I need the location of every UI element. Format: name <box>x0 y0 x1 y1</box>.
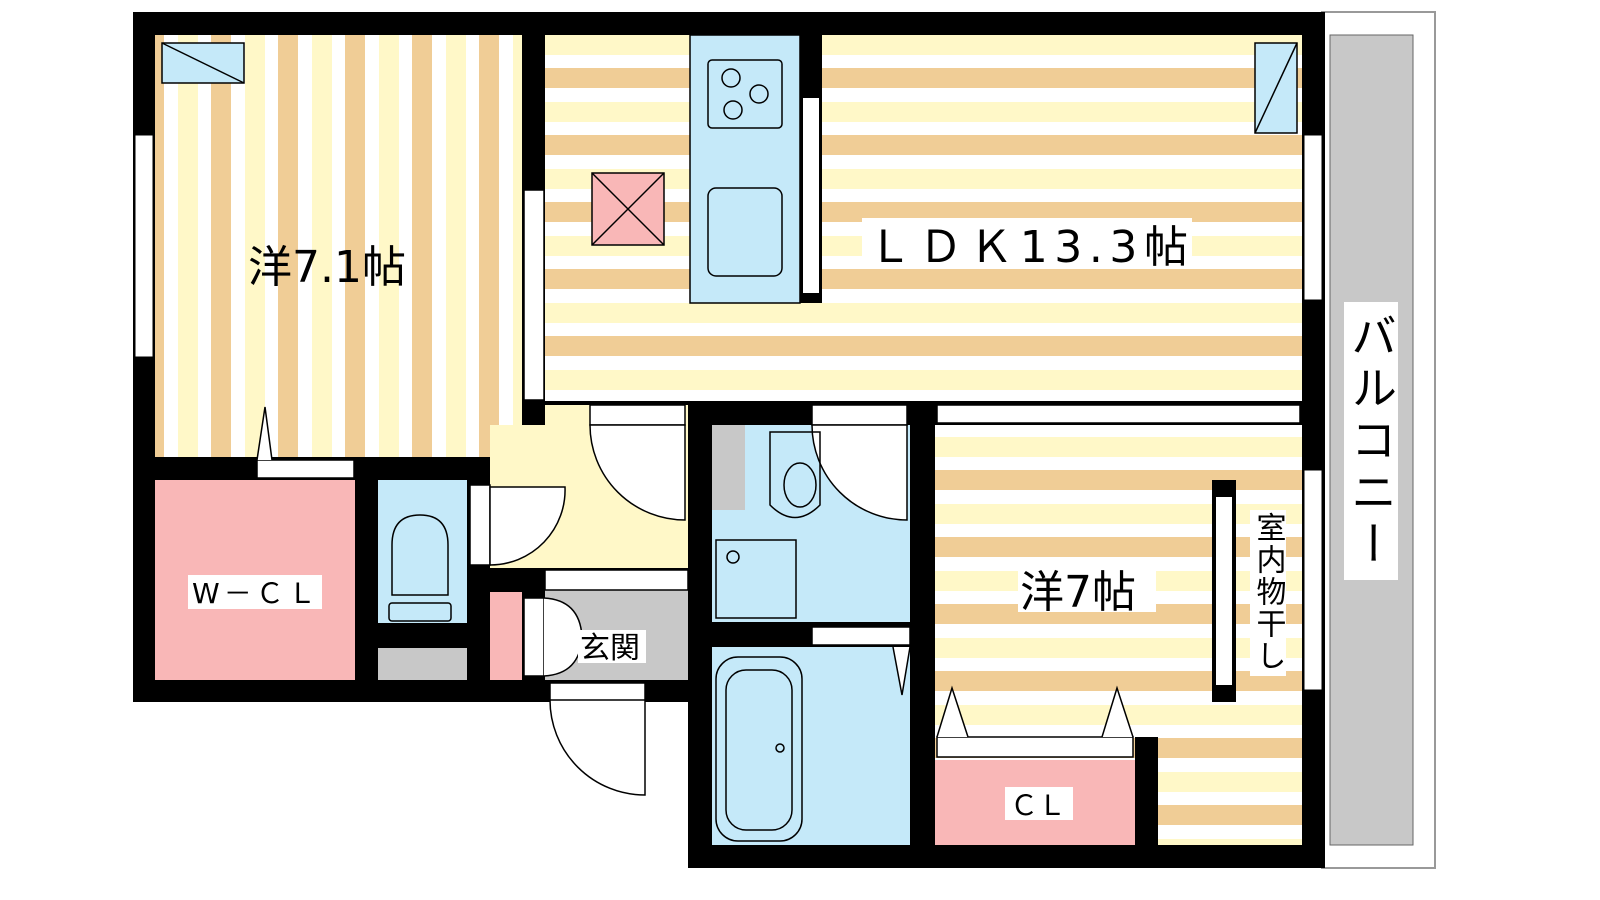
western-room-2-label: 洋7帖 <box>1020 567 1136 618</box>
windows <box>134 134 1323 691</box>
balcony-label: バルコニー <box>1344 312 1398 572</box>
indoor-drying-label: 室内物干し <box>1251 512 1287 672</box>
kitchen-counter <box>689 34 822 304</box>
storage-gray <box>378 648 467 680</box>
toilet <box>378 480 467 623</box>
room2-stripe-extension <box>1158 737 1302 845</box>
closet-label: ＣＬ <box>1010 789 1066 822</box>
storage-boxes <box>161 42 1298 134</box>
western-room-1-label: 洋7.1帖 <box>248 242 406 293</box>
indoor-drying-rail <box>1212 480 1236 702</box>
ldk-label: ＬＤＫ13.3帖 <box>868 222 1188 273</box>
sink-fixture <box>715 431 821 619</box>
washer-space <box>712 425 745 510</box>
bathroom <box>712 647 910 845</box>
western-room-1 <box>155 35 522 457</box>
doors <box>256 189 1301 796</box>
toilet-fixture <box>388 514 452 622</box>
bathtub <box>715 656 803 842</box>
entrance-label: 玄関 <box>580 631 640 666</box>
refrigerator-space <box>591 172 665 246</box>
shoe-closet <box>490 592 522 680</box>
balcony <box>1321 11 1436 869</box>
